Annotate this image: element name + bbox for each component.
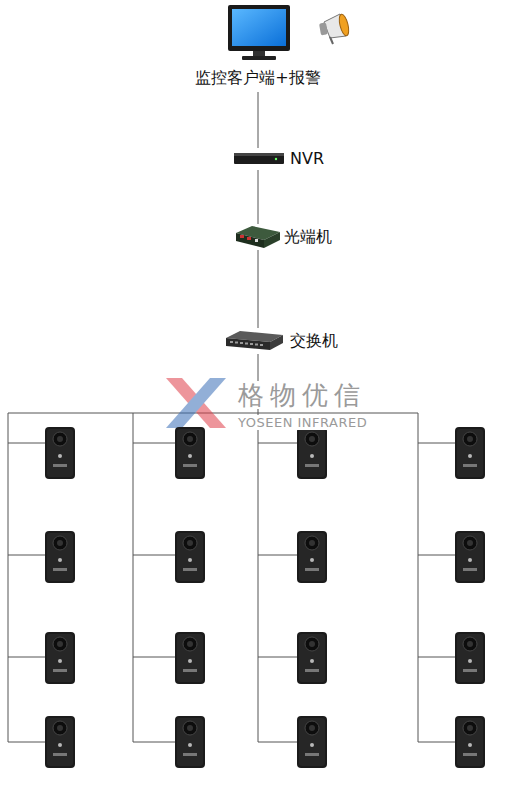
camera-icon — [45, 531, 75, 583]
link-wire — [258, 92, 259, 148]
camera-icon — [455, 632, 485, 684]
branch-wire — [258, 443, 297, 444]
camera-icon — [297, 427, 327, 479]
camera-icon — [175, 531, 205, 583]
link-wire — [258, 250, 259, 328]
switch-icon — [226, 331, 283, 350]
watermark-logo — [166, 378, 226, 428]
device-label: 监控客户端+报警 — [191, 68, 324, 88]
camera-icon — [45, 716, 75, 768]
link-wire — [258, 170, 259, 224]
camera-icon — [175, 716, 205, 768]
alarm-speaker-icon — [319, 13, 351, 44]
branch-wire — [133, 555, 175, 556]
optical-transceiver-icon — [236, 226, 280, 248]
device-label: 光端机 — [284, 227, 332, 247]
branch-wire — [8, 742, 45, 743]
camera-icon — [297, 716, 327, 768]
branch-wire — [418, 742, 455, 743]
client-node: 监控客户端+报警 — [191, 2, 324, 92]
camera-icon — [455, 716, 485, 768]
branch-wire — [8, 555, 45, 556]
branch-wire — [8, 657, 45, 658]
branch-wire — [418, 555, 455, 556]
camera-icon — [455, 531, 485, 583]
device-node: NVR — [230, 148, 330, 170]
device-node: 光端机 — [232, 224, 338, 250]
device-label: 交换机 — [290, 331, 338, 351]
branch-wire — [418, 657, 455, 658]
branch-wire — [418, 443, 455, 444]
watermark-text: YOSEEN INFRARED — [238, 415, 367, 430]
camera-group — [8, 427, 485, 768]
device-node: 交换机 — [222, 328, 344, 354]
branch-wire — [133, 657, 175, 658]
bus-wire — [8, 354, 418, 742]
camera-icon — [175, 427, 205, 479]
branch-wire — [258, 555, 297, 556]
camera-icon — [45, 632, 75, 684]
branch-wire — [133, 443, 175, 444]
branch-wire — [258, 742, 297, 743]
camera-icon — [297, 632, 327, 684]
branch-wire — [8, 443, 45, 444]
device-label: NVR — [290, 149, 324, 169]
camera-icon — [175, 632, 205, 684]
branch-wire — [258, 657, 297, 658]
watermark-text: 格物优信 — [238, 381, 366, 409]
nvr-icon — [234, 153, 284, 164]
monitor-icon — [228, 5, 290, 60]
branch-wire — [133, 742, 175, 743]
camera-icon — [45, 427, 75, 479]
camera-icon — [297, 531, 327, 583]
camera-icon — [455, 427, 485, 479]
